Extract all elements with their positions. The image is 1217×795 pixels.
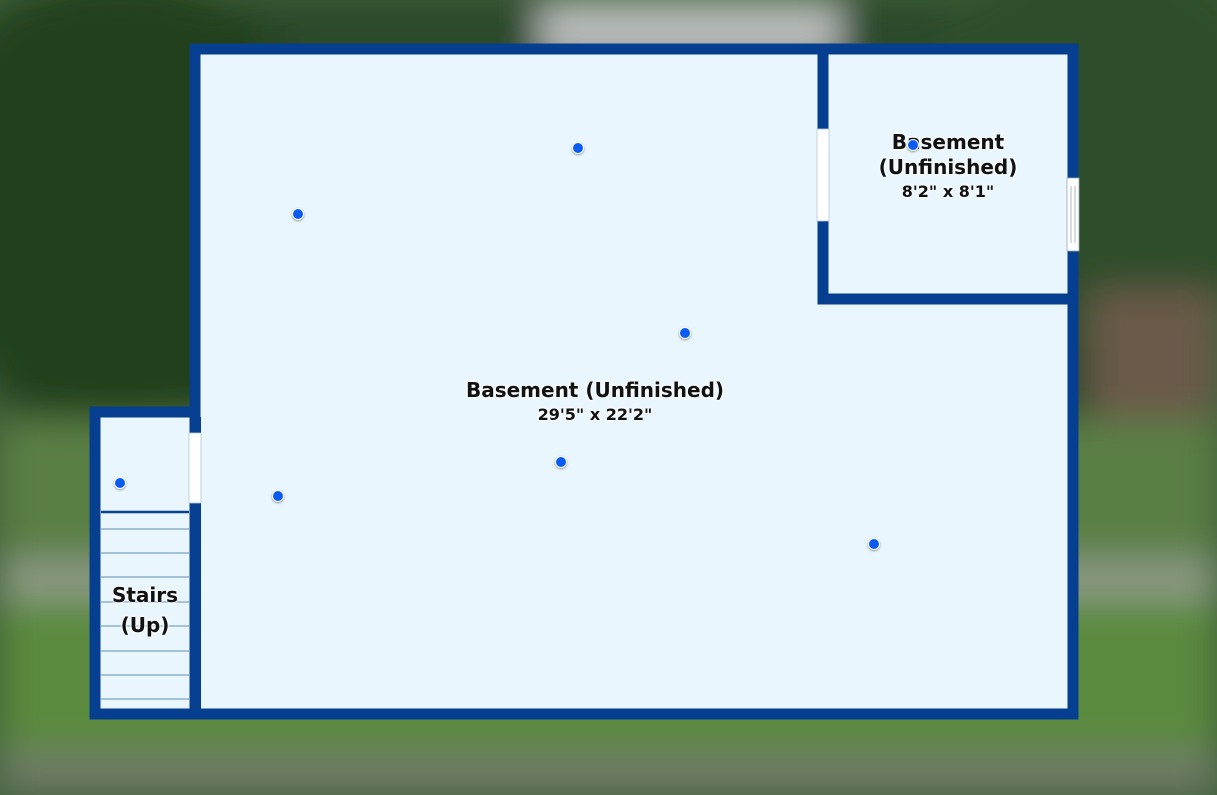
room-dimensions: 29'5" x 22'2": [537, 405, 653, 424]
doorway-stairs: [188, 432, 202, 504]
stairs-name-line2: (Up): [120, 613, 170, 637]
doorway-small-room: [816, 128, 830, 222]
room-name: Basement (Unfinished): [465, 378, 725, 402]
stairs-name-line1: Stairs: [111, 583, 179, 607]
room-dimensions: 8'2" x 8'1": [901, 182, 995, 201]
window-icon: [1066, 177, 1080, 252]
room-stairs[interactable]: [89, 406, 201, 720]
photo-hotspot-5[interactable]: [272, 490, 284, 502]
stair-treads: [101, 528, 189, 700]
photo-hotspot-2[interactable]: [292, 208, 304, 220]
room-name-line2: (Unfinished): [878, 155, 1018, 179]
photo-hotspot-8[interactable]: [907, 139, 919, 151]
photo-hotspot-3[interactable]: [679, 327, 691, 339]
room-name-line1: Basement: [891, 130, 1005, 154]
room-small-basement[interactable]: [817, 43, 1079, 305]
photo-hotspot-7[interactable]: [114, 477, 126, 489]
photo-hotspot-1[interactable]: [572, 142, 584, 154]
photo-hotspot-4[interactable]: [555, 456, 567, 468]
label-main-basement: Basement (Unfinished) 29'5" x 22'2": [395, 378, 795, 425]
label-stairs: Stairs (Up): [100, 580, 190, 640]
photo-hotspot-6[interactable]: [868, 538, 880, 550]
label-small-basement: Basement (Unfinished) 8'2" x 8'1": [848, 130, 1048, 202]
